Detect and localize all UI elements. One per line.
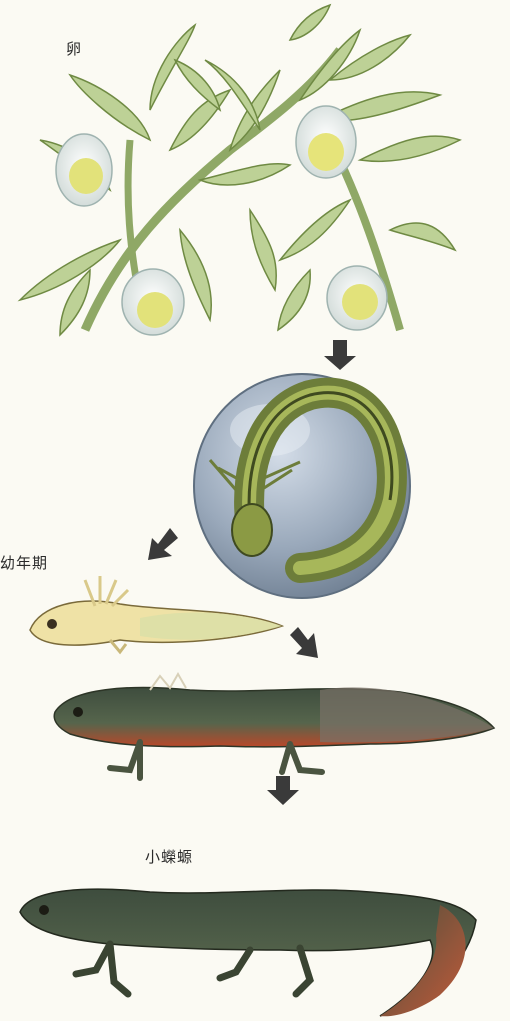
arrow-down-left-icon xyxy=(148,528,178,560)
embryo-in-egg xyxy=(194,374,410,598)
arrow-down-icon xyxy=(267,776,299,805)
plant-with-eggs xyxy=(20,5,460,335)
juvenile-newt xyxy=(54,674,494,778)
egg-3 xyxy=(122,269,184,335)
arrow-down-icon xyxy=(324,340,356,370)
egg-4 xyxy=(327,266,387,330)
egg-1 xyxy=(56,134,112,206)
larva xyxy=(30,576,282,652)
arrow-down-right-icon xyxy=(290,627,318,658)
adult-newt xyxy=(20,889,476,1016)
egg-2 xyxy=(296,106,356,178)
